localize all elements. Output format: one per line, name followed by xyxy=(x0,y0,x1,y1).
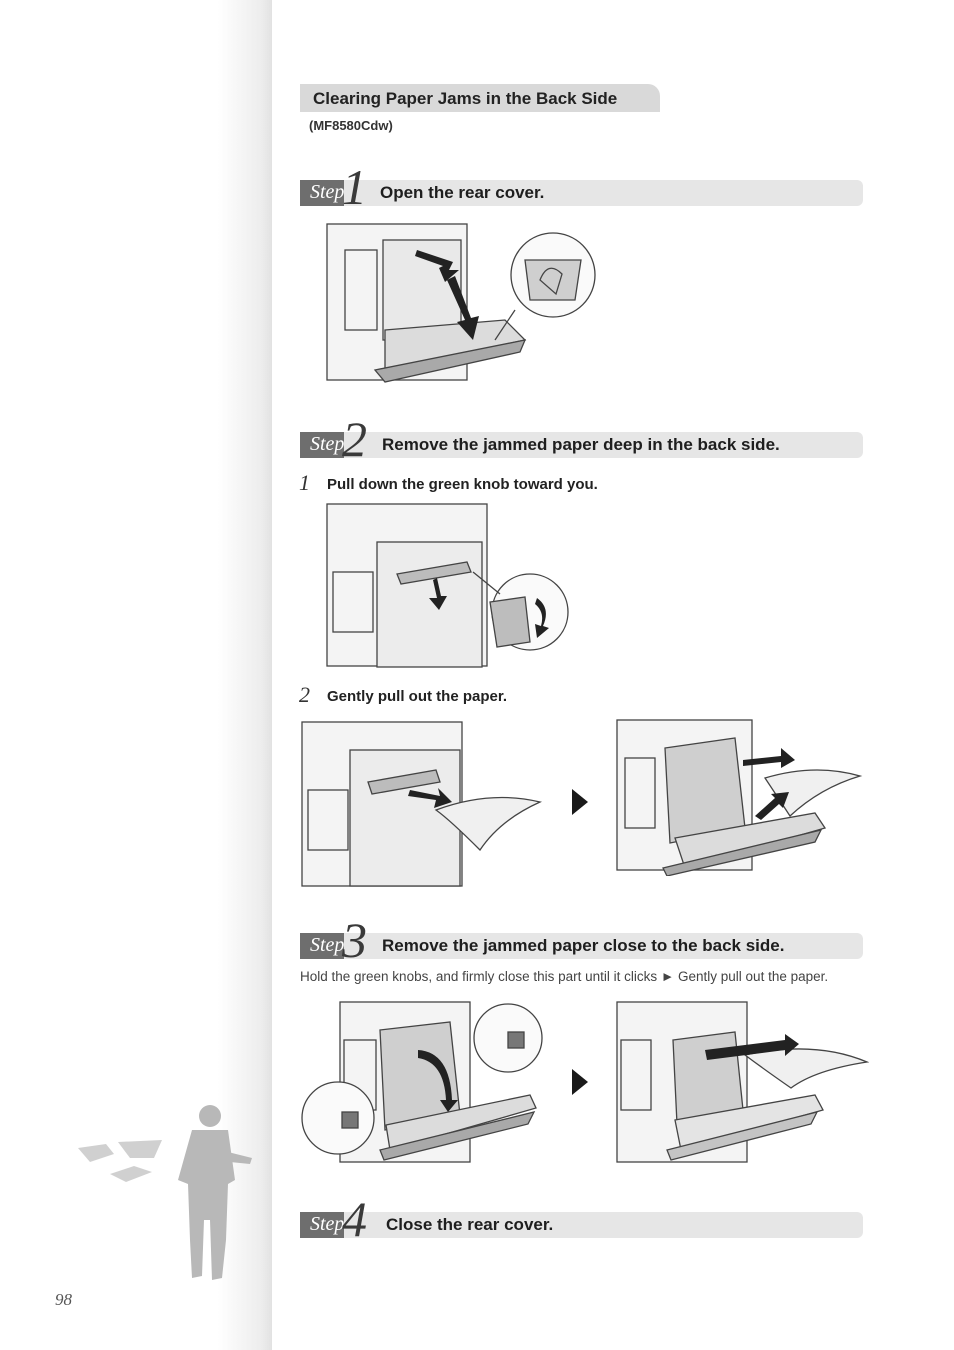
step-tab xyxy=(300,180,344,206)
step-number: 4 xyxy=(342,1191,367,1247)
printer-illustration-pull-paper-3 xyxy=(616,1001,869,1163)
step-3-description: Hold the green knobs, and firmly close t… xyxy=(300,969,829,984)
printer-illustration-pull-paper-1 xyxy=(301,721,543,887)
printer-illustration-close-part xyxy=(301,1001,543,1163)
step-word: Step xyxy=(310,433,345,455)
triangle-right-icon xyxy=(572,1069,588,1095)
section-title: Clearing Paper Jams in the Back Side xyxy=(313,89,618,108)
page-number: 98 xyxy=(55,1290,72,1309)
businessman-illustration xyxy=(78,1105,252,1280)
substep-number: 1 xyxy=(299,470,310,495)
step-word: Step xyxy=(310,934,345,956)
model-label: (MF8580Cdw) xyxy=(309,118,393,133)
sidebar-decoration xyxy=(0,0,272,1350)
step-2-text: Remove the jammed paper deep in the back… xyxy=(382,435,780,454)
triangle-right-icon xyxy=(572,789,588,815)
step-tab xyxy=(300,933,344,959)
printer-illustration-green-knob xyxy=(326,503,569,668)
step-3-header: Step 3 Remove the jammed paper close to … xyxy=(300,915,863,965)
step-1-text: Open the rear cover. xyxy=(380,183,545,202)
substep-number: 2 xyxy=(299,682,310,707)
step-number: 2 xyxy=(342,411,367,467)
step-word: Step xyxy=(310,1213,345,1235)
step-1-header: Step 1 Open the rear cover. xyxy=(300,162,863,212)
step-tab xyxy=(300,1212,344,1238)
step-number: 3 xyxy=(342,912,367,968)
printer-illustration-open-rear-cover xyxy=(326,223,596,383)
step-tab xyxy=(300,432,344,458)
step-2-header: Step 2 Remove the jammed paper deep in t… xyxy=(300,414,863,464)
substep-text: Pull down the green knob toward you. xyxy=(327,476,598,493)
step-word: Step xyxy=(310,181,345,203)
step-4-text: Close the rear cover. xyxy=(386,1215,554,1234)
printer-illustration-pull-paper-2 xyxy=(616,719,863,876)
section-title-bar: Clearing Paper Jams in the Back Side xyxy=(300,84,660,112)
step-3-text: Remove the jammed paper close to the bac… xyxy=(382,936,785,955)
substep-text: Gently pull out the paper. xyxy=(327,688,508,705)
step-number: 1 xyxy=(342,159,367,215)
step-4-header: Step 4 Close the rear cover. xyxy=(300,1194,863,1244)
